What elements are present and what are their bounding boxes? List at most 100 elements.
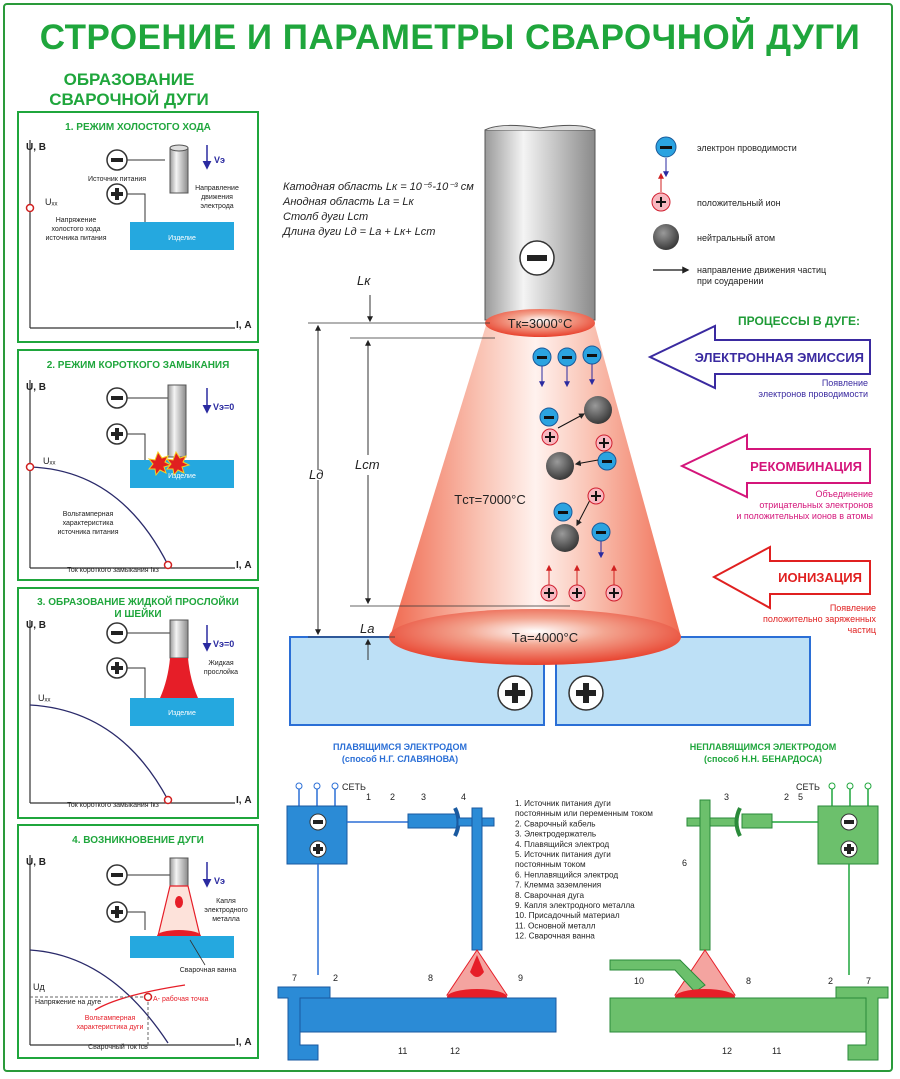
ioniz-label: ИОНИЗАЦИЯ: [778, 570, 862, 585]
scheme-legend-line: 5. Источник питания дуги: [515, 850, 611, 859]
left-n4: 4: [461, 792, 466, 802]
panel2-u-axis: U, В: [26, 382, 46, 393]
right-scheme-title: НЕПЛАВЯЩИМСЯ ЭЛЕКТРОДОМ: [690, 742, 836, 752]
poster-frame: [3, 3, 893, 1072]
panel3-short: Ток короткого замыкания Iкз: [67, 802, 159, 809]
panel1-uxx-note-3: источника питания: [45, 235, 106, 242]
panel1-dir-3: электрода: [200, 203, 233, 210]
scheme-legend-line: 12. Сварочная ванна: [515, 932, 595, 941]
panel4-drop-2: электродного: [204, 907, 248, 914]
ion-group: [540, 428, 623, 602]
right-n10: 10: [634, 976, 644, 986]
panel4-work-point: [143, 992, 153, 1002]
scheme-legend-line: 10. Присадочный материал: [515, 911, 620, 920]
electron-group: [532, 345, 617, 559]
scheme-legend-line: 9. Капля электродного металла: [515, 901, 635, 910]
anode-spot: [389, 609, 681, 665]
panel3-i-axis: I, А: [236, 795, 252, 806]
panel1-workpiece: [130, 222, 234, 250]
panel3-v: Vэ=0: [213, 639, 234, 649]
panel1-uxx-note-1: Напряжение: [56, 217, 97, 224]
atom-icon: [551, 524, 579, 552]
right-n7: 7: [866, 976, 871, 986]
right-n8: 8: [746, 976, 751, 986]
panel3-title-1: 3. ОБРАЗОВАНИЕ ЖИДКОЙ ПРОСЛОЙКИ: [37, 595, 239, 608]
emission-note-2: электронов проводимости: [758, 389, 868, 399]
left-net: СЕТЬ: [342, 782, 366, 792]
panel3-uxx: Uₓₓ: [38, 693, 50, 703]
left-n12: 12: [450, 1046, 460, 1056]
emission-arrow: [647, 324, 871, 390]
panel3-liquid-neck: [160, 658, 198, 698]
panel2-uxx: Uₓₓ: [43, 456, 55, 466]
legend-atom: нейтральный атом: [697, 233, 775, 243]
emission-label: ЭЛЕКТРОННАЯ ЭМИССИЯ: [695, 350, 864, 365]
atom-icon: [653, 224, 679, 250]
panel1-dir-1: Направление: [195, 185, 239, 192]
panel3-title-2: И ШЕЙКИ: [114, 607, 161, 620]
left-n1: 1: [366, 792, 371, 802]
panel2-vac-2: характеристика: [63, 520, 114, 527]
arc-ta: Tа=4000°С: [512, 630, 578, 645]
scheme-legend-line: 8. Сварочная дуга: [515, 891, 584, 900]
right-n2: 2: [784, 792, 789, 802]
ioniz-note-1: Появление: [830, 603, 876, 613]
panel4-u-axis: U, В: [26, 857, 46, 868]
recomb-note-2: отрицательных электронов: [759, 500, 873, 510]
panel4-drop-1: Капля: [216, 898, 236, 905]
recomb-arrow: [679, 433, 871, 499]
processes-title: ПРОЦЕССЫ В ДУГЕ:: [738, 314, 860, 328]
recomb-label: РЕКОМБИНАЦИЯ: [750, 459, 862, 474]
panel1-work: Изделие: [168, 235, 196, 242]
panel4-drop-3: металла: [212, 916, 240, 923]
left-n2b: 2: [333, 973, 338, 983]
recomb-note-3: и положительных ионов в атомы: [736, 511, 873, 521]
atom-icon: [584, 396, 612, 424]
page-title: СТРОЕНИЕ И ПАРАМЕТРЫ СВАРОЧНОЙ ДУГИ: [39, 18, 861, 57]
right-n12: 12: [722, 1046, 732, 1056]
atom-icon: [546, 452, 574, 480]
panel-short-circuit: 2. РЕЖИМ КОРОТКОГО ЗАМЫКАНИЯ U, В I, А U…: [17, 349, 259, 581]
left-n9: 9: [518, 973, 523, 983]
panel1-u-axis: U, В: [26, 142, 46, 153]
right-n2b: 2: [828, 976, 833, 986]
panel2-title: 2. РЕЖИМ КОРОТКОГО ЗАМЫКАНИЯ: [47, 360, 230, 371]
scheme-legend-line: 11. Основной металл: [515, 921, 596, 930]
arc-params-4: Длина дуги Lд = Lа + Lк+ Lст: [281, 226, 435, 238]
panel-liquid-layer: 3. ОБРАЗОВАНИЕ ЖИДКОЙ ПРОСЛОЙКИ И ШЕЙКИ …: [17, 587, 259, 819]
arc-lst: Lст: [355, 457, 380, 472]
scheme-legend-line: постоянным током: [515, 860, 586, 869]
scheme-legend-line: 4. Плавящийся электрод: [515, 840, 609, 849]
left-clamp: [277, 986, 331, 1061]
central-electrode: [484, 129, 596, 321]
panel4-vac-2: характеристика дуги: [77, 1024, 144, 1031]
recomb-note-1: Объединение: [815, 489, 873, 499]
left-scheme-title: ПЛАВЯЩИМСЯ ЭЛЕКТРОДОМ: [333, 742, 467, 752]
emission-note-1: Появление: [822, 378, 868, 388]
formation-title-line2: СВАРОЧНОЙ ДУГИ: [49, 90, 209, 109]
panel4-title: 4. ВОЗНИКНОВЕНИЕ ДУГИ: [72, 835, 204, 846]
ioniz-note-3: частиц: [848, 625, 877, 635]
panel4-arc-v: Напряжение на дуге: [35, 999, 101, 1006]
ioniz-note-2: положительно заряженных: [763, 614, 876, 624]
right-n5: 5: [798, 792, 803, 802]
spark-icon: [165, 450, 191, 477]
right-scheme-sub: (способ Н.Н. БЕНАРДОСА): [704, 754, 822, 764]
left-base-metal: [287, 997, 557, 1033]
panel-arc-ignition: 4. ВОЗНИКНОВЕНИЕ ДУГИ U, В I, А Uд Напря…: [17, 824, 259, 1059]
panel2-vac-3: источника питания: [57, 529, 118, 536]
panel3-layer-1: Жидкая: [208, 660, 234, 667]
panel2-work: Изделие: [168, 473, 196, 480]
panel1-dir-2: движения: [201, 194, 233, 201]
panel4-drop: [175, 896, 183, 908]
scheme-nonconsumable: НЕПЛАВЯЩИМСЯ ЭЛЕКТРОДОМ (способ Н.Н. БЕН…: [609, 742, 889, 1061]
panel1-electrode: [169, 147, 189, 194]
panel1-v: Vэ: [214, 155, 225, 165]
right-n3: 3: [724, 792, 729, 802]
panel3-layer-2: прослойка: [204, 668, 238, 676]
arc-la: Lа: [360, 621, 374, 636]
panel3-u-axis: U, В: [26, 620, 46, 631]
panel-idle-mode: 1. РЕЖИМ ХОЛОСТОГО ХОДА U, В I, А Uₓₓ На…: [17, 111, 259, 343]
processes: ПРОЦЕССЫ В ДУГЕ: ЭЛЕКТРОННАЯ ЭМИССИЯ Поя…: [647, 314, 877, 635]
